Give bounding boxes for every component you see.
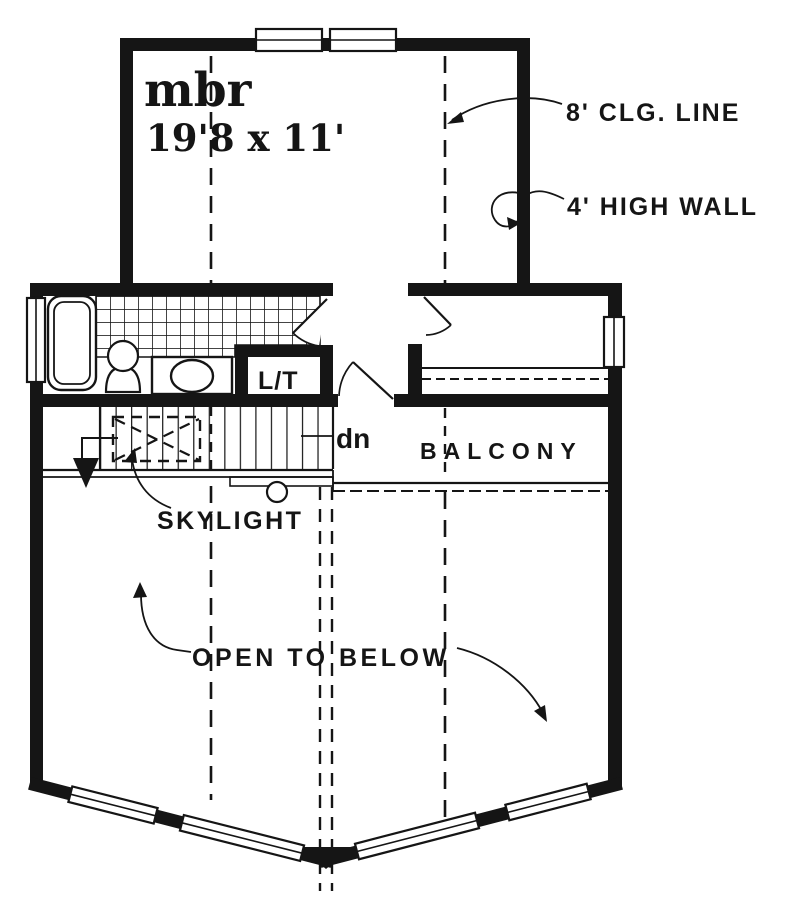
leader-ceiling-line: [447, 97, 563, 124]
wall-exterior-right: [608, 283, 622, 788]
stair-down-arrow: [73, 437, 118, 488]
window-angled-c: [503, 782, 593, 822]
room-label-open-to-below: OPEN TO BELOW: [192, 644, 450, 672]
window-top-2: [328, 27, 398, 53]
closet-door-swing: [423, 296, 452, 336]
annotation-ceiling-line: 8' CLG. LINE: [566, 99, 740, 127]
wall-bath-hall-divider: [320, 345, 333, 407]
sink-vanity: [150, 355, 234, 396]
arrowhead: [124, 448, 137, 463]
balcony-railing: [43, 468, 608, 504]
wall-closet-left: [408, 344, 422, 407]
wall-vertex: [300, 847, 352, 869]
window-angled-d: [353, 811, 481, 861]
wall-hall-bottom-right: [394, 394, 622, 407]
annotation-stair-down: dn: [336, 423, 370, 454]
room-dimensions-mbr: 19'8 x 11': [146, 116, 345, 160]
window-left: [25, 296, 47, 384]
wall-mid-right: [408, 283, 622, 296]
closet-shelf: [422, 367, 608, 380]
wall-mbr-left: [120, 38, 133, 296]
leader-skylight: [124, 448, 172, 509]
room-label-linen-closet: L/T: [258, 367, 299, 395]
annotation-skylight: SKYLIGHT: [157, 507, 303, 535]
arrowhead: [133, 582, 147, 598]
annotation-high-wall: 4' HIGH WALL: [567, 193, 758, 221]
wall-mbr-right-4ft: [517, 38, 530, 296]
wall-mid-left: [30, 283, 333, 296]
windows: [25, 27, 626, 863]
arrowhead: [447, 112, 464, 124]
wall-exterior-left: [30, 283, 43, 788]
bathtub: [46, 294, 98, 392]
room-label-balcony: BALCONY: [420, 438, 583, 464]
room-label-mbr: mbr: [144, 63, 253, 118]
wall-hall-bottom-left: [30, 394, 338, 407]
newel-post: [265, 480, 289, 504]
arrowhead: [507, 217, 521, 230]
wall-lt-left: [235, 345, 248, 407]
window-angled-a: [67, 785, 159, 825]
leader-high-wall: [490, 190, 565, 230]
bathroom-door-swing: [292, 298, 328, 347]
window-top-1: [254, 27, 324, 53]
ridge-line: [318, 487, 334, 891]
balcony-door-swing: [338, 361, 394, 400]
wall-top: [120, 38, 530, 51]
toilet: [104, 339, 142, 394]
arrowhead: [534, 705, 547, 722]
leader-open-below-right: [456, 647, 547, 722]
window-right: [602, 315, 626, 369]
window-angled-b: [178, 813, 306, 863]
leader-open-below-left: [133, 582, 192, 653]
wall-lt-top: [235, 345, 333, 357]
